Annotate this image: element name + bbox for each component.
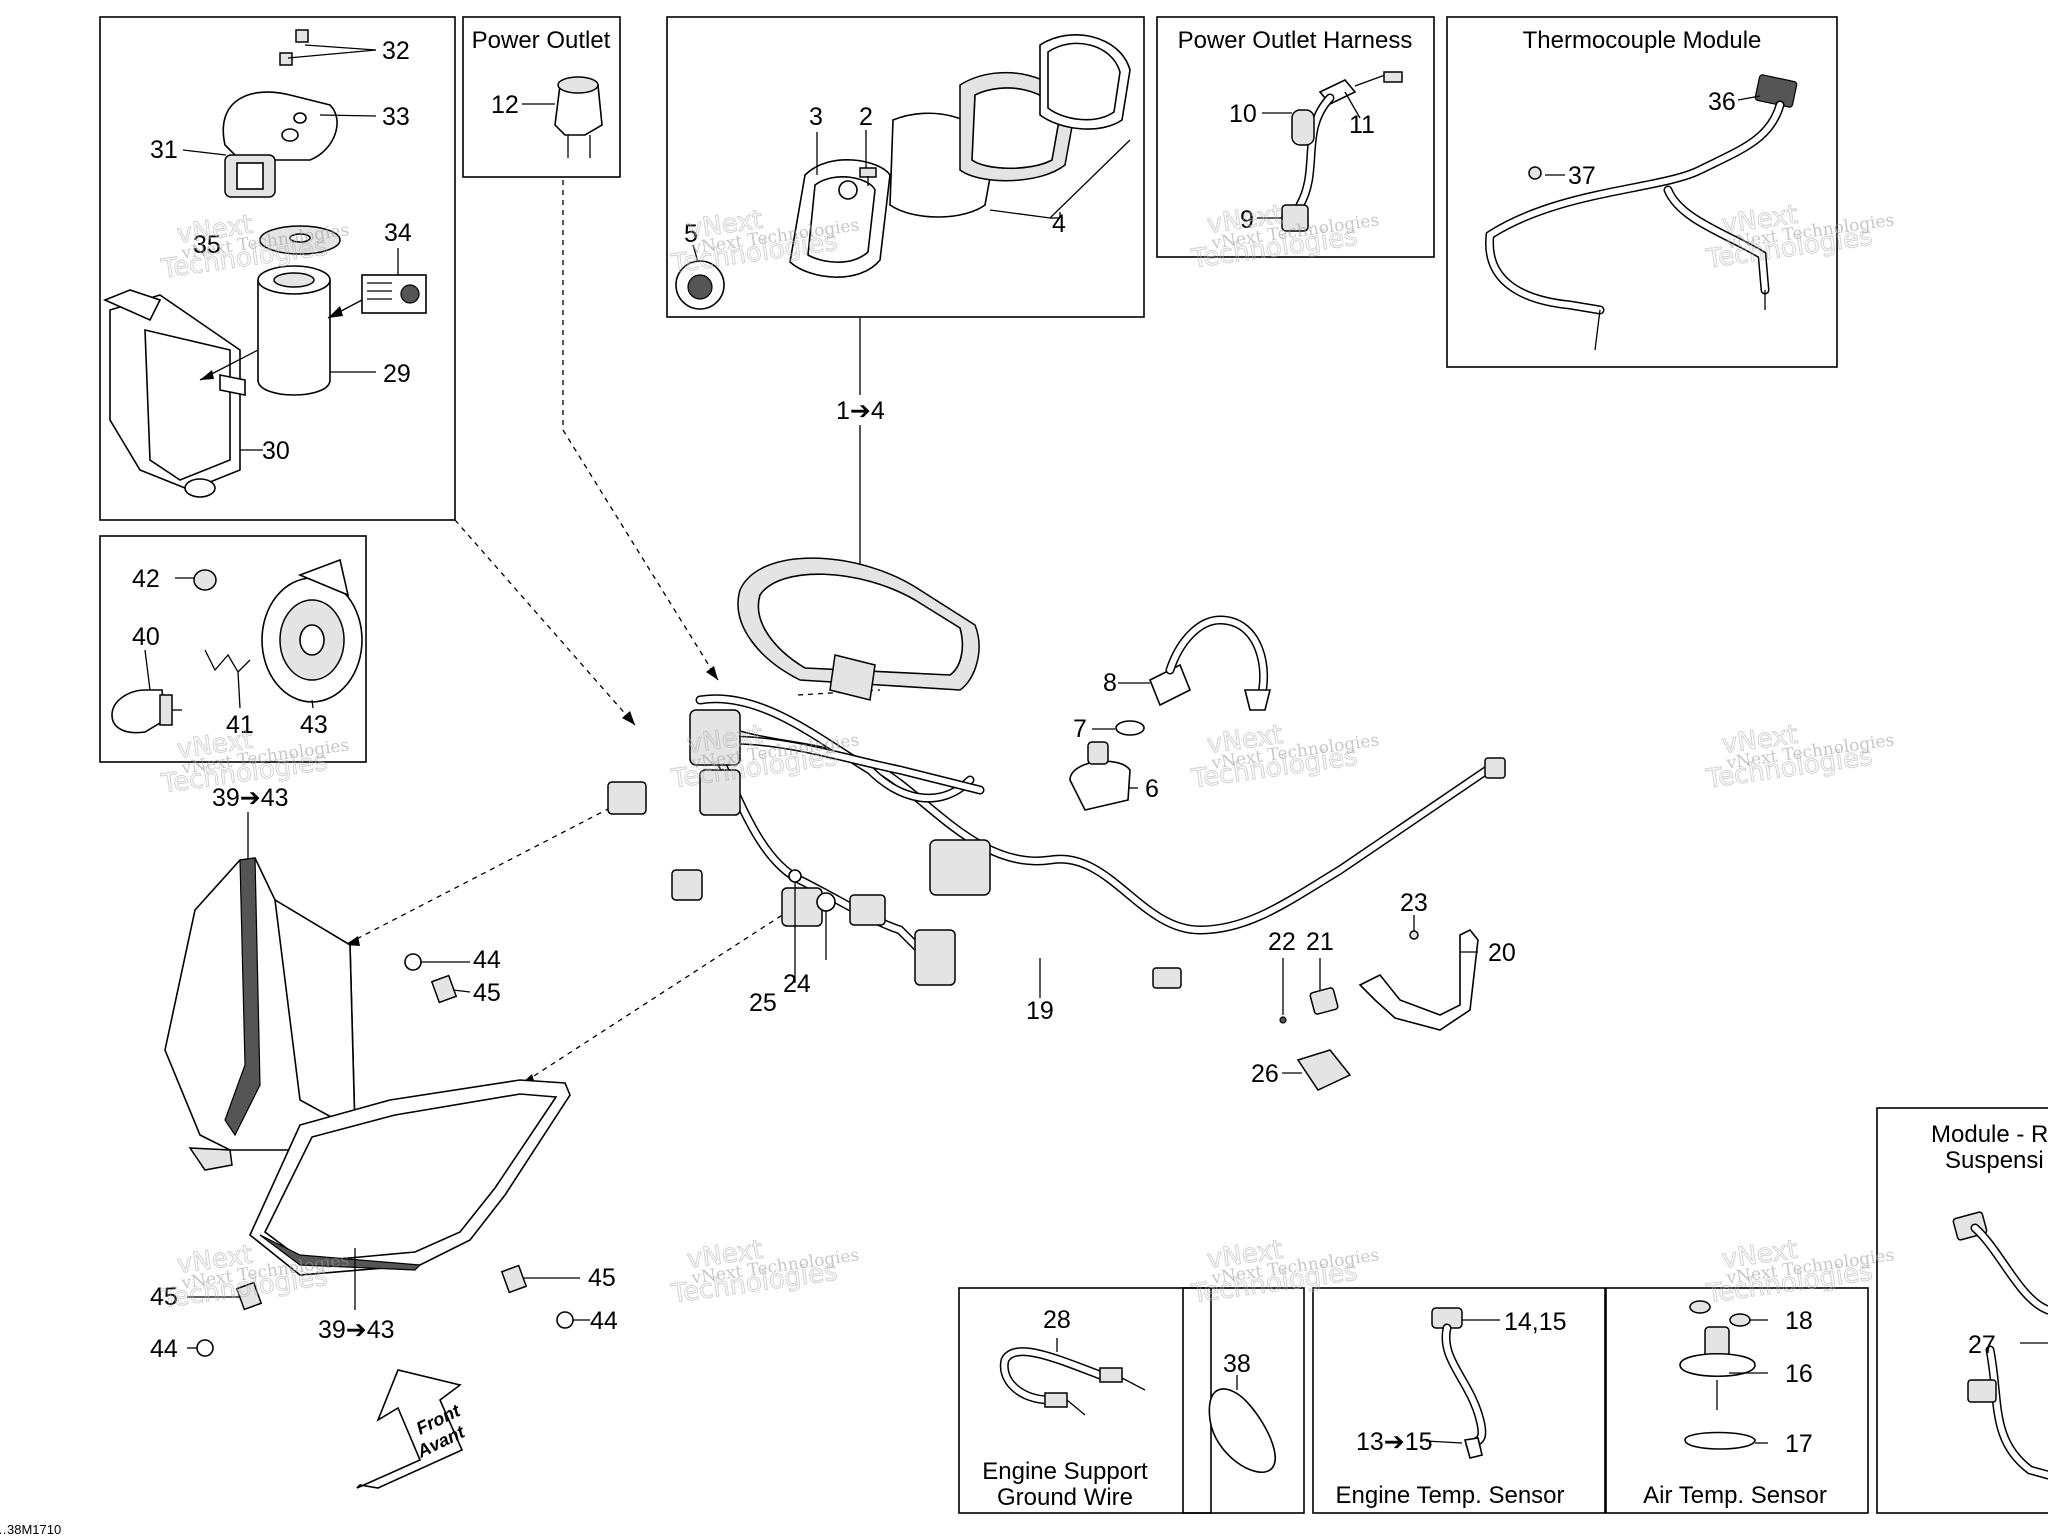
bracket-relay-assembly xyxy=(788,869,1479,1091)
box-gauge-cluster xyxy=(666,16,1145,318)
callout-38: 38 xyxy=(1223,1350,1251,1378)
document-reference: …38M1710 xyxy=(0,1522,61,1536)
callout-labels: 32 33 31 35 34 29 30 12 3 2 4 5 1➔4 10 1… xyxy=(132,37,1996,1458)
callout-13-15: 13➔15 xyxy=(1356,1428,1433,1456)
headlamp-bulb-assembly xyxy=(111,558,363,734)
callout-25: 25 xyxy=(749,989,777,1017)
callout-16: 16 xyxy=(1785,1360,1813,1388)
callout-8: 8 xyxy=(1103,669,1117,697)
callout-24: 24 xyxy=(783,970,811,998)
caption-air-temp-sensor: Air Temp. Sensor xyxy=(1643,1482,1827,1509)
hose-clamp-part xyxy=(1208,1375,1276,1473)
callout-45-top: 45 xyxy=(473,979,501,1007)
callout-37: 37 xyxy=(1568,162,1596,190)
callout-9: 9 xyxy=(1240,206,1254,234)
caption-module-rear-2: Suspensi xyxy=(1945,1147,2044,1174)
callout-5: 5 xyxy=(684,220,698,248)
box-engine-temp-sensor xyxy=(1312,1287,1606,1514)
callout-39-43-top: 39➔43 xyxy=(212,784,289,812)
callout-29: 29 xyxy=(383,360,411,388)
callout-26: 26 xyxy=(1251,1060,1279,1088)
callout-2: 2 xyxy=(859,103,873,131)
callout-42: 42 xyxy=(132,565,160,593)
callout-22: 22 xyxy=(1268,928,1296,956)
box-headlamp-bulb xyxy=(99,535,367,763)
callout-41: 41 xyxy=(226,711,254,739)
callout-19: 19 xyxy=(1026,997,1054,1025)
panel-boxes xyxy=(99,16,2048,1514)
callout-44-left: 44 xyxy=(150,1335,178,1363)
callout-6: 6 xyxy=(1145,775,1159,803)
callout-34: 34 xyxy=(384,219,412,247)
box-module-rear-suspension xyxy=(1876,1107,2048,1514)
relay-canister-assembly xyxy=(102,29,427,498)
callout-39-43-bottom: 39➔43 xyxy=(318,1316,395,1344)
callout-27: 27 xyxy=(1968,1331,1996,1359)
box-air-temp-sensor xyxy=(1605,1287,1869,1514)
callout-45-left: 45 xyxy=(150,1283,178,1311)
callout-14-15: 14,15 xyxy=(1504,1308,1567,1336)
caption-power-outlet-harness: Power Outlet Harness xyxy=(1178,27,1413,54)
callout-43: 43 xyxy=(300,711,328,739)
box-power-outlet-harness xyxy=(1156,16,1435,258)
box-captions: Power Outlet Power Outlet Harness Thermo… xyxy=(472,27,2048,1511)
callout-18: 18 xyxy=(1785,1307,1813,1335)
box-thermocouple-module xyxy=(1446,16,1838,368)
air-temp-sensor-part xyxy=(1679,1300,1768,1450)
callout-21: 21 xyxy=(1306,928,1334,956)
caption-engine-support-1: Engine Support xyxy=(982,1458,1148,1485)
callout-28: 28 xyxy=(1043,1306,1071,1334)
thermocouple-module-part xyxy=(1485,74,1798,351)
ground-wire-part xyxy=(999,1338,1146,1416)
caption-engine-support-2: Ground Wire xyxy=(997,1484,1133,1511)
power-outlet-harness-part xyxy=(1257,71,1403,232)
callout-4: 4 xyxy=(1052,210,1066,238)
caption-power-outlet: Power Outlet xyxy=(472,27,611,54)
callout-30: 30 xyxy=(262,437,290,465)
callout-45-right: 45 xyxy=(588,1264,616,1292)
callout-12: 12 xyxy=(491,91,519,119)
callout-33: 33 xyxy=(382,103,410,131)
key-switch-assembly xyxy=(1069,615,1272,811)
front-direction-arrow: Front Avant xyxy=(356,1369,469,1489)
callout-36: 36 xyxy=(1708,88,1736,116)
rear-suspension-module-part xyxy=(1952,1211,2048,1480)
box-hose-clamp xyxy=(1182,1287,1305,1514)
box-relay-canister xyxy=(99,16,456,521)
arrowheads xyxy=(345,666,718,1085)
callout-40: 40 xyxy=(132,623,160,651)
callout-10: 10 xyxy=(1229,100,1257,128)
caption-module-rear-1: Module - R xyxy=(1931,1121,2048,1148)
callout-20: 20 xyxy=(1488,939,1516,967)
callout-23: 23 xyxy=(1400,889,1428,917)
callout-11: 11 xyxy=(1349,111,1375,139)
caption-engine-temp-sensor: Engine Temp. Sensor xyxy=(1335,1482,1564,1509)
engine-temp-sensor-part xyxy=(1425,1307,1500,1459)
callout-44-top: 44 xyxy=(473,946,501,974)
box-power-outlet xyxy=(462,16,621,178)
callout-32: 32 xyxy=(382,37,410,65)
callout-1-4: 1➔4 xyxy=(836,397,885,425)
callout-44-right: 44 xyxy=(590,1307,618,1335)
callout-17: 17 xyxy=(1785,1430,1813,1458)
caption-thermocouple-module: Thermocouple Module xyxy=(1523,27,1762,54)
callout-3: 3 xyxy=(809,103,823,131)
power-outlet-part xyxy=(522,76,603,158)
callout-7: 7 xyxy=(1073,715,1087,743)
callout-31: 31 xyxy=(150,136,178,164)
callout-35: 35 xyxy=(193,231,221,259)
headlamp-assemblies xyxy=(164,812,590,1357)
gauge-cluster-assembly xyxy=(675,34,1131,600)
